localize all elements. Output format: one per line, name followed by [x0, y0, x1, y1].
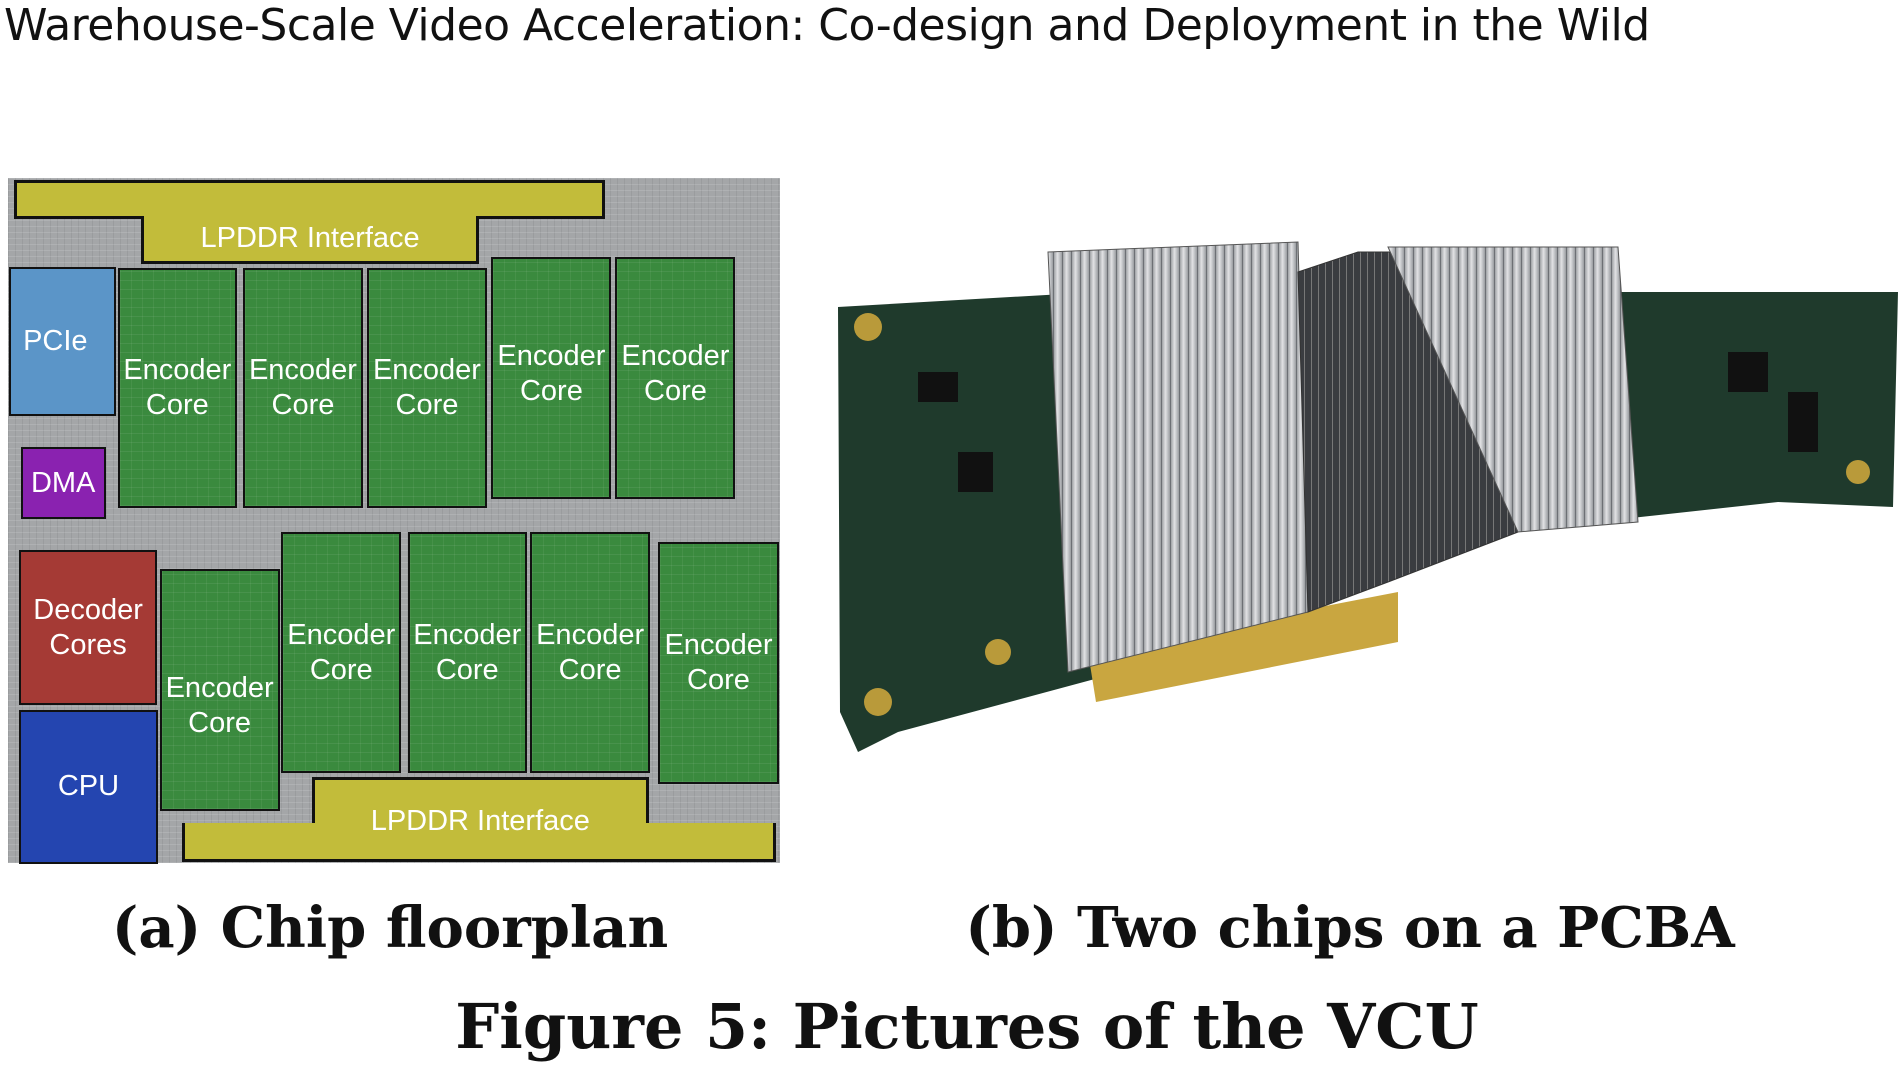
- encoder-core-8: Encoder Core: [407, 531, 527, 774]
- running-title: Warehouse-Scale Video Acceleration: Co-d…: [4, 0, 1650, 51]
- encoder-core-6: Encoder Core: [159, 569, 280, 811]
- pcba-photo: [838, 241, 1898, 752]
- decoder-label: Decoder Cores: [33, 593, 143, 661]
- edge-connector: [1088, 592, 1398, 702]
- subfigure-a-caption: (a) Chip floorplan: [111, 895, 669, 961]
- pcie-label: PCIe: [23, 325, 88, 358]
- figure-caption: Figure 5: Pictures of the VCU: [455, 990, 1479, 1063]
- encoder-core-10: Encoder Core: [658, 542, 779, 784]
- cpu-block: CPU: [18, 709, 158, 864]
- subfigure-b-caption: (b) Two chips on a PCBA: [965, 895, 1735, 961]
- encoder-core-9: Encoder Core: [530, 531, 651, 774]
- cpu-label: CPU: [57, 770, 120, 803]
- chip-floorplan-image: LPDDR Interface PCIe DMA Decoder Cores C…: [0, 170, 790, 870]
- dma-block: DMA: [20, 447, 106, 520]
- lpddr-bottom-bar: [182, 823, 776, 863]
- encoder-core-4: Encoder Core: [491, 256, 612, 499]
- lpddr-bottom-label-area: LPDDR Interface: [312, 793, 649, 849]
- dma-label: DMA: [30, 466, 96, 499]
- components: [918, 352, 1818, 492]
- encoder-core-3: Encoder Core: [366, 268, 488, 509]
- lpddr-bottom-label: LPDDR Interface: [370, 804, 590, 837]
- encoder-core-1: Encoder Core: [117, 268, 237, 509]
- encoder-core-5: Encoder Core: [615, 256, 736, 499]
- lpddr-top-block: LPDDR Interface: [141, 216, 479, 264]
- lpddr-bottom-block: [312, 776, 649, 828]
- lpddr-top-label: LPDDR Interface: [200, 222, 420, 255]
- decoder-cores-block: Decoder Cores: [18, 550, 158, 706]
- mounting-holes: [854, 313, 1870, 716]
- heatsink-2: [1387, 246, 1639, 533]
- encoder-core-7: Encoder Core: [281, 531, 402, 774]
- pcie-block: PCIe: [9, 267, 116, 416]
- heatsink-1: [1047, 241, 1309, 673]
- encoder-core-2: Encoder Core: [243, 268, 363, 509]
- lpddr-top-bar: [14, 179, 606, 219]
